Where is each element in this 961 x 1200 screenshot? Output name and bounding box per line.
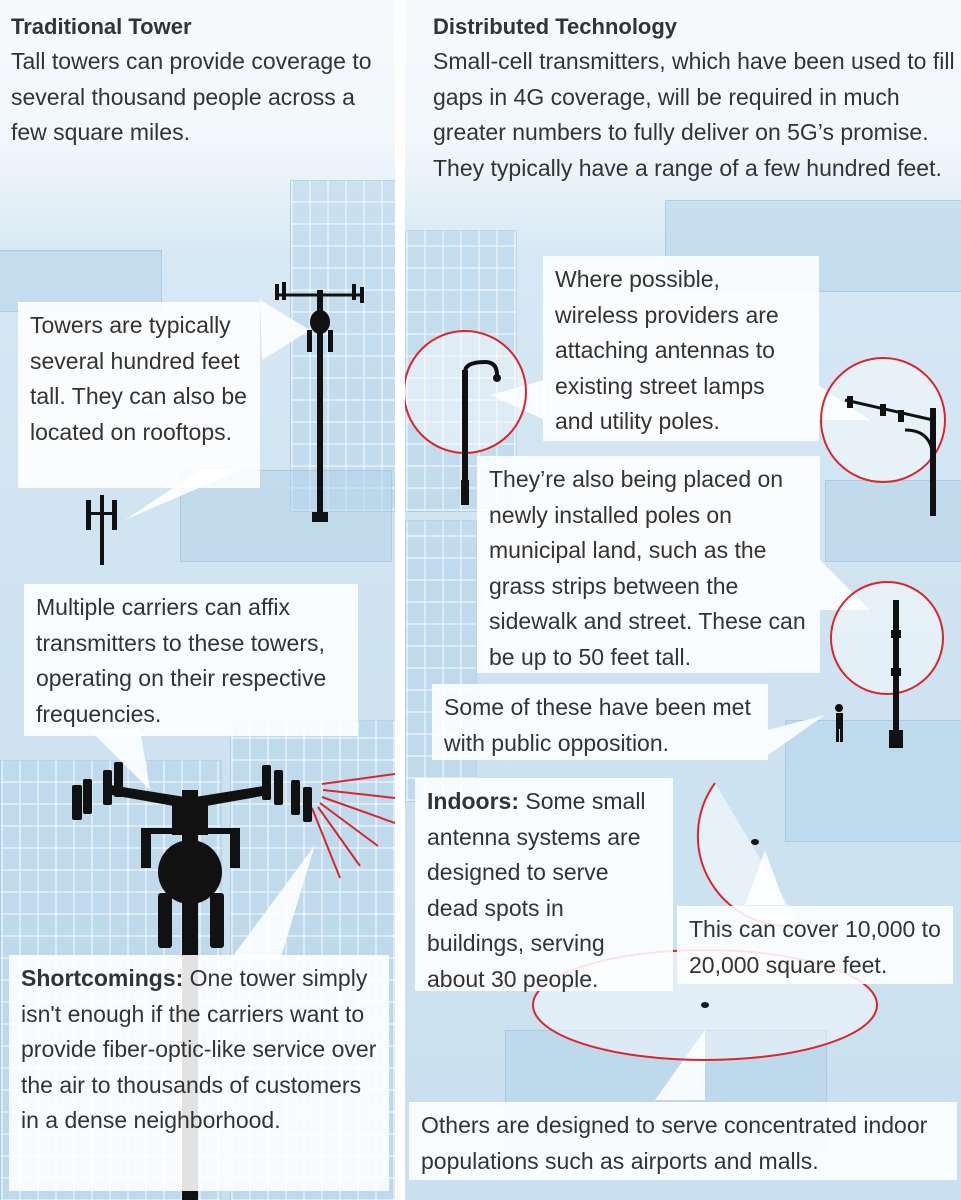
indoors-label: Indoors: (427, 788, 519, 814)
small-antenna-icon (86, 495, 117, 565)
indoor-antenna-icon (701, 1002, 709, 1008)
traditional-tower-panel: Traditional Tower Tall towers can provid… (0, 0, 395, 1200)
callout-multiple-carriers: Multiple carriers can affix transmitters… (24, 584, 358, 736)
protester-person-icon (835, 704, 843, 742)
indoor-antenna-icon (751, 839, 759, 845)
callout-street-lamps: Where possible, wireless providers are a… (543, 256, 819, 441)
section-title: Distributed Technology (433, 14, 678, 39)
callout-indoors: Indoors: Some small antenna systems are … (415, 778, 673, 992)
callout-coverage-area: This can cover 10,000 to 20,000 square f… (677, 906, 953, 984)
coverage-circle-utility-pole (820, 357, 946, 483)
rooftop-tower-icon (275, 282, 364, 522)
callout-shortcomings: Shortcomings: One tower simply isn't eno… (9, 955, 389, 1191)
shortcomings-text: One tower simply isn't enough if the car… (21, 965, 377, 1133)
utility-pole-icon (844, 396, 936, 516)
section-description: Small-cell transmitters, which have been… (433, 48, 955, 181)
callout-new-poles: They’re also being placed on newly insta… (477, 456, 820, 673)
new-pole-icon (889, 600, 903, 748)
signal-lines (311, 773, 395, 879)
indoor-coverage-arc (696, 782, 801, 927)
shortcomings-label: Shortcomings: (21, 965, 184, 991)
indoors-text: Some small antenna systems are designed … (427, 788, 646, 992)
distributed-technology-panel: Distributed Technology Small-cell transm… (405, 0, 961, 1200)
coverage-circle-new-pole (830, 581, 944, 695)
street-lamp-icon (461, 359, 501, 505)
section-description: Tall towers can provide coverage to seve… (11, 48, 372, 145)
section-title: Traditional Tower (11, 14, 192, 39)
callout-tower-height: Towers are typically several hundred fee… (18, 302, 260, 488)
callout-concentrated-populations: Others are designed to serve concentrate… (409, 1102, 957, 1180)
callout-public-opposition: Some of these have been met with public … (432, 684, 768, 760)
